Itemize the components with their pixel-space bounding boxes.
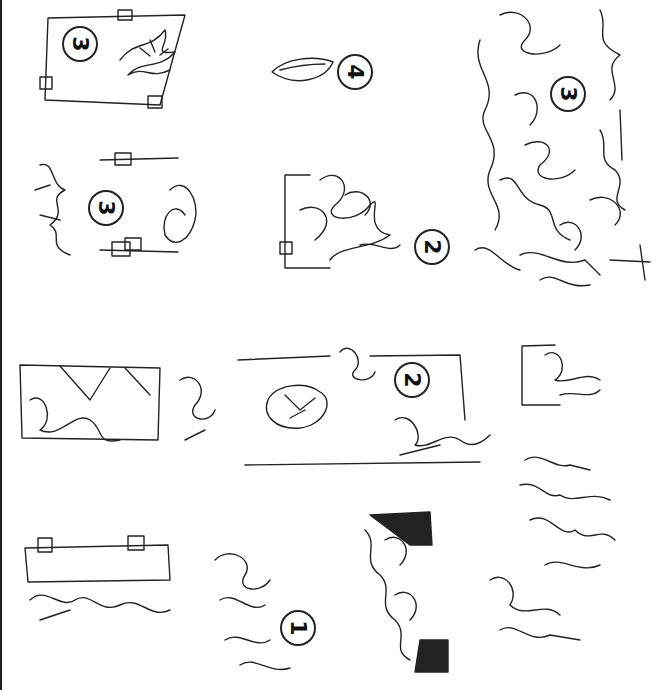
callout-number: 2 [397, 365, 427, 395]
callout-number: 3 [65, 29, 95, 59]
callout-number: 1 [283, 613, 313, 643]
callout-number: 3 [91, 193, 121, 223]
callout-number: 4 [340, 57, 370, 87]
callout-number: 3 [553, 79, 583, 109]
callout-number: 2 [417, 232, 447, 262]
